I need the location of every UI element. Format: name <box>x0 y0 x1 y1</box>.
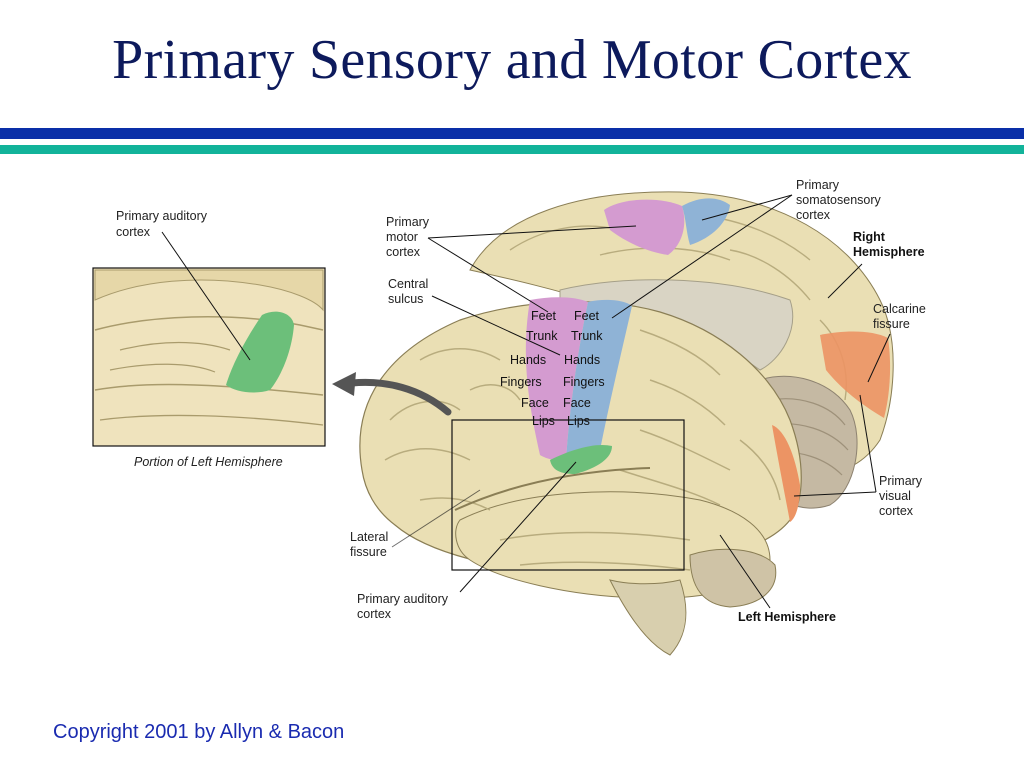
soma-leader-right <box>701 194 793 221</box>
slide-title: Primary Sensory and Motor Cortex <box>112 29 912 91</box>
inset-caption: Portion of Left Hemisphere <box>134 455 283 469</box>
motor-map-lips: Lips <box>532 414 555 428</box>
visual-label-line2: visual <box>879 489 911 503</box>
left-hemisphere-label: Left Hemisphere <box>738 610 836 624</box>
motor-map-face: Face <box>521 396 549 410</box>
lateral-fissure <box>454 467 651 511</box>
motor-label-line3: cortex <box>386 245 421 259</box>
left-cerebellum <box>689 548 777 608</box>
left-visual-cortex <box>772 425 800 522</box>
copyright-footer: Copyright 2001 by Allyn & Bacon <box>53 721 345 743</box>
title-rule-blue <box>0 128 1024 139</box>
sensory-map-hands: Hands <box>564 353 600 367</box>
brain-stem <box>609 579 687 656</box>
inset-auditory-label-line2: cortex <box>116 225 151 239</box>
visual-leader-right <box>859 394 877 493</box>
calcarine-label-line1: Calcarine <box>873 302 926 316</box>
motor-label-line1: Primary <box>386 215 430 229</box>
central-label-line2: sulcus <box>388 292 423 306</box>
right-hemisphere-leader <box>827 263 863 299</box>
visual-label-line1: Primary <box>879 474 923 488</box>
soma-label-line3: cortex <box>796 208 831 222</box>
zoom-box <box>451 419 685 571</box>
right-motor-cortex <box>604 199 685 255</box>
inset-auditory-leader <box>161 231 251 361</box>
sensory-map-face: Face <box>563 396 591 410</box>
visual-label-line3: cortex <box>879 504 914 518</box>
motor-label-line2: motor <box>386 230 418 244</box>
inset-panel <box>92 267 326 447</box>
right-visual-cortex <box>820 331 891 418</box>
auditory-leader <box>459 461 577 593</box>
sensory-map-trunk: Trunk <box>571 329 603 343</box>
right-hemisphere-label-line2: Hemisphere <box>853 245 925 259</box>
left-hemisphere-leader <box>719 534 771 609</box>
motor-leader-left <box>427 237 549 313</box>
auditory-label-line1: Primary auditory <box>357 592 449 606</box>
soma-label-line1: Primary <box>796 178 840 192</box>
right-somatosensory-cortex <box>682 198 730 245</box>
sensory-map-feet: Feet <box>574 309 600 323</box>
left-auditory-cortex <box>550 444 612 474</box>
visual-leader-left <box>793 491 877 497</box>
motor-map-fingers: Fingers <box>500 375 542 389</box>
central-label-line1: Central <box>388 277 428 291</box>
motor-map-trunk: Trunk <box>526 329 558 343</box>
lateral-label-line1: Lateral <box>350 530 388 544</box>
motor-map-hands: Hands <box>510 353 546 367</box>
sensory-map-lips: Lips <box>567 414 590 428</box>
sensory-map-fingers: Fingers <box>563 375 605 389</box>
motor-leader-right <box>427 225 637 239</box>
motor-map-feet: Feet <box>531 309 557 323</box>
motor-body-map: Feet Trunk Hands Fingers Face Lips <box>500 309 558 428</box>
sensory-body-map: Feet Trunk Hands Fingers Face Lips <box>563 309 605 428</box>
central-leader <box>431 295 561 356</box>
zoom-arrow <box>332 372 452 416</box>
inset-auditory-label-line1: Primary auditory <box>116 209 208 223</box>
auditory-label-line2: cortex <box>357 607 392 621</box>
lateral-label-line2: fissure <box>350 545 387 559</box>
calcarine-leader <box>867 333 891 383</box>
left-hemisphere-gyri <box>384 329 781 571</box>
calcarine-label-line2: fissure <box>873 317 910 331</box>
right-hemisphere-label-line1: Right <box>853 230 886 244</box>
soma-leader-left <box>611 194 793 319</box>
inset-auditory-cortex <box>226 311 294 393</box>
title-rule-teal <box>0 145 1024 154</box>
lateral-leader <box>391 489 481 548</box>
soma-label-line2: somatosensory <box>796 193 882 207</box>
